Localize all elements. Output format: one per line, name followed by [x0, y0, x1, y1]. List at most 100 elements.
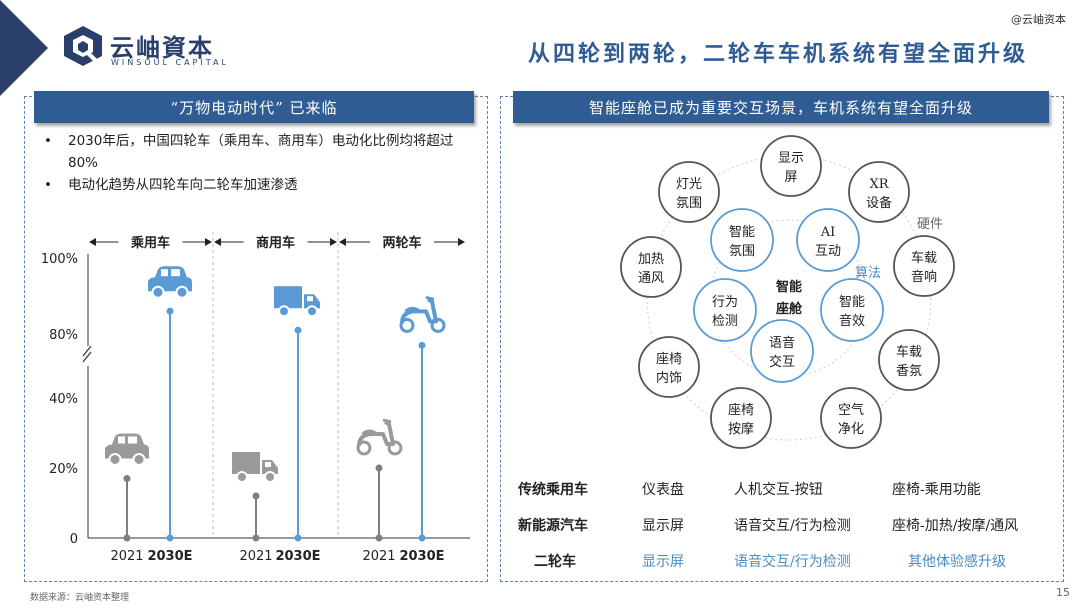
outer-node-label: 座椅	[728, 403, 754, 418]
y-tick-label: 20%	[49, 462, 78, 477]
inner-node-label: 音效	[839, 313, 865, 329]
segment-arrow-head	[458, 238, 465, 246]
center-label: 座舱	[775, 301, 803, 317]
inner-node-circle	[750, 319, 814, 383]
axis-break-mark	[82, 351, 92, 363]
outer-node-label: 加热	[638, 252, 664, 267]
inner-node-label: 行为	[712, 295, 738, 310]
car-wheel	[108, 453, 122, 466]
inner-node: 语音交互	[750, 319, 814, 383]
x-tick-label: 2030E	[275, 549, 320, 564]
display-feature: 显示屏	[642, 554, 684, 570]
outer-node-circle	[893, 235, 955, 297]
lollipop-dot	[418, 341, 426, 349]
algorithm-label: 算法	[855, 266, 881, 281]
bullet-item: 2030年后，中国四轮车（乘用车、商用车）电动化比例均将超过80%	[40, 130, 480, 174]
interaction-feature: 人机交互-按钮	[734, 482, 823, 498]
inner-node-label: 检测	[712, 314, 738, 329]
car-body	[148, 266, 192, 292]
truck-icon	[232, 452, 278, 483]
scooter-wheel	[387, 440, 403, 456]
car-wheel	[151, 285, 165, 299]
segment-arrow-head	[214, 238, 221, 246]
x-tick-label: 2030E	[147, 549, 192, 564]
display-feature: 仪表盘	[642, 482, 684, 498]
car-icon	[105, 433, 149, 466]
interaction-feature: 语音交互/行为检测	[734, 518, 851, 534]
lollipop-dot	[375, 464, 383, 472]
segment-label: 商用车	[256, 235, 295, 251]
scooter-handle	[382, 418, 392, 424]
outer-node-label: 香氛	[896, 364, 922, 379]
outer-node: 显示屏	[760, 135, 822, 197]
truck-wheel	[264, 471, 276, 483]
comparison-row: 新能源汽车 显示屏 语音交互/行为检测 座椅-加热/按摩/通风	[512, 515, 1052, 539]
inner-node-circle	[796, 208, 860, 272]
outer-node-label: 座椅	[656, 352, 682, 367]
vehicle-type: 传统乘用车	[518, 482, 588, 498]
inner-node-label: 智能	[839, 295, 865, 310]
truck-cargo	[274, 286, 302, 309]
x-tick-label: 2021	[239, 549, 272, 564]
inner-node-label: 智能	[729, 225, 755, 240]
truck-window	[265, 462, 271, 467]
scooter-seat	[361, 429, 381, 434]
scooter-icon	[399, 295, 446, 333]
x-tick-label: 2021	[362, 549, 395, 564]
lollipop-dot	[294, 326, 302, 334]
car-window	[171, 269, 180, 277]
scooter-handle	[425, 295, 435, 301]
car-window	[128, 436, 137, 444]
page-title: 从四轮到两轮，二轮车车机系统有望全面升级	[527, 41, 1028, 67]
outer-node-circle	[848, 161, 910, 223]
truck-icon	[274, 286, 320, 318]
center-label: 智能	[776, 279, 802, 295]
truck-wheel	[236, 471, 248, 483]
truck-wheel	[278, 305, 290, 318]
right-panel-title: 智能座舱已成为重要交互场景，车机系统有望全面升级	[513, 91, 1049, 123]
corner-decoration	[0, 0, 48, 96]
outer-node-label: 车载	[911, 250, 937, 266]
scooter-wheel	[430, 317, 446, 333]
y-tick-label: 40%	[49, 392, 78, 407]
interaction-feature: 语音交互/行为检测	[734, 554, 851, 570]
x-tick-label: 2030E	[399, 549, 444, 564]
car-body	[105, 433, 149, 459]
lollipop-dot	[166, 307, 174, 315]
vehicle-type: 新能源汽车	[518, 518, 588, 534]
baseline-dot	[123, 534, 131, 542]
outer-node-circle	[658, 161, 720, 223]
axis-break-mark	[82, 345, 92, 357]
baseline-dot	[166, 534, 174, 542]
car-wheel	[132, 453, 146, 466]
y-tick-label: 80%	[49, 328, 78, 343]
outer-node-label: 车载	[896, 344, 922, 360]
inner-node-label: 氛围	[729, 244, 755, 259]
seat-feature: 座椅-乘用功能	[892, 482, 981, 498]
car-window	[161, 269, 168, 277]
outer-node-label: XR	[869, 177, 889, 192]
logo-icon	[64, 26, 102, 66]
outer-node-label: 灯光	[676, 177, 702, 192]
lollipop-dot	[123, 475, 131, 482]
series-3: 2021 2030E	[356, 295, 446, 564]
outer-ring	[646, 155, 932, 441]
outer-node-circle	[878, 329, 940, 391]
outer-node-circle	[620, 236, 682, 298]
car-window	[118, 436, 125, 444]
truck-wheel	[306, 305, 318, 318]
display-feature: 显示屏	[642, 518, 684, 534]
outer-node-circle	[710, 387, 772, 449]
inner-node-label: 语音	[769, 335, 795, 351]
